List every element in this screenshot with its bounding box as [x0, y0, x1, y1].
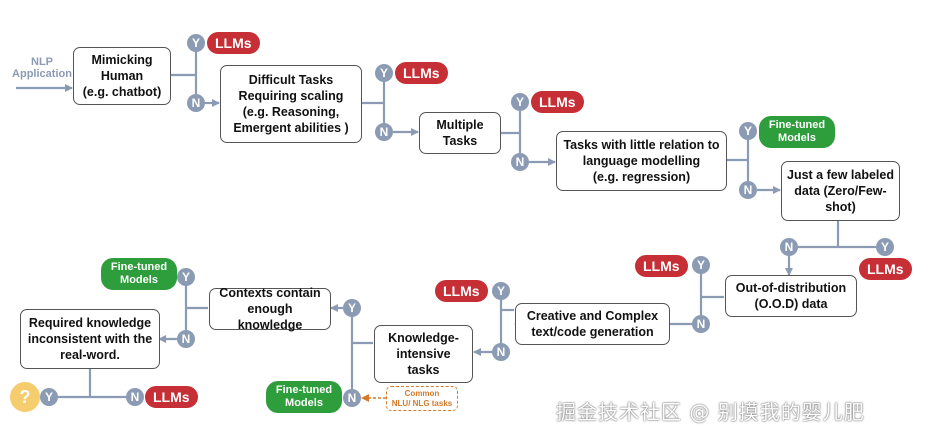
- fine-tuned-models-badge: Fine-tuned Models: [101, 258, 177, 290]
- no-circle: N: [177, 330, 195, 348]
- llms-badge: LLMs: [435, 280, 488, 302]
- node-multiple-tasks: Multiple Tasks: [419, 112, 501, 154]
- llms-badge: LLMs: [635, 255, 688, 277]
- question-icon: ?: [10, 382, 40, 412]
- yes-circle: Y: [492, 282, 510, 300]
- yes-circle: Y: [187, 34, 205, 52]
- llms-badge: LLMs: [859, 258, 912, 280]
- nlp-application-label: NLP Application: [12, 56, 72, 80]
- watermark: 掘金技术社区 @ 别摸我的婴儿肥: [556, 400, 865, 424]
- yes-circle: Y: [177, 268, 195, 286]
- yes-circle: Y: [739, 122, 757, 140]
- common-tasks-note: Common NLU/ NLG tasks: [386, 386, 458, 412]
- llms-badge: LLMs: [207, 32, 260, 54]
- no-circle: N: [739, 181, 757, 199]
- node-required-knowledge-inconsistent: Required knowledge inconsistent with the…: [20, 309, 160, 369]
- no-circle: N: [511, 153, 529, 171]
- llms-badge: LLMs: [395, 62, 448, 84]
- yes-circle: Y: [876, 238, 894, 256]
- yes-circle: Y: [343, 299, 361, 317]
- no-circle: N: [187, 94, 205, 112]
- fine-tuned-models-badge: Fine-tuned Models: [266, 381, 342, 413]
- yes-circle: Y: [375, 64, 393, 82]
- no-circle: N: [780, 238, 798, 256]
- node-contexts-enough-knowledge: Contexts contain enough knowledge: [209, 286, 331, 332]
- node-knowledge-intensive: Knowledge- intensive tasks: [374, 325, 473, 383]
- node-difficult-tasks: Difficult Tasks Requiring scaling (e.g. …: [220, 65, 362, 143]
- no-circle: N: [343, 389, 361, 407]
- no-circle: N: [375, 123, 393, 141]
- yes-circle: Y: [511, 93, 529, 111]
- no-circle: N: [126, 388, 144, 406]
- yes-circle: Y: [40, 388, 58, 406]
- yes-circle: Y: [692, 256, 710, 274]
- llms-badge: LLMs: [145, 386, 198, 408]
- llms-badge: LLMs: [531, 91, 584, 113]
- node-few-labeled-data: Just a few labeled data (Zero/Few- shot): [781, 161, 900, 221]
- node-out-of-distribution: Out-of-distribution (O.O.D) data: [725, 275, 857, 317]
- no-circle: N: [492, 343, 510, 361]
- no-circle: N: [692, 315, 710, 333]
- node-little-relation-tasks: Tasks with little relation to language m…: [556, 131, 727, 191]
- node-creative-complex-generation: Creative and Complex text/code generatio…: [515, 303, 670, 345]
- fine-tuned-models-badge: Fine-tuned Models: [759, 116, 835, 148]
- node-mimicking-human: Mimicking Human (e.g. chatbot): [73, 47, 171, 105]
